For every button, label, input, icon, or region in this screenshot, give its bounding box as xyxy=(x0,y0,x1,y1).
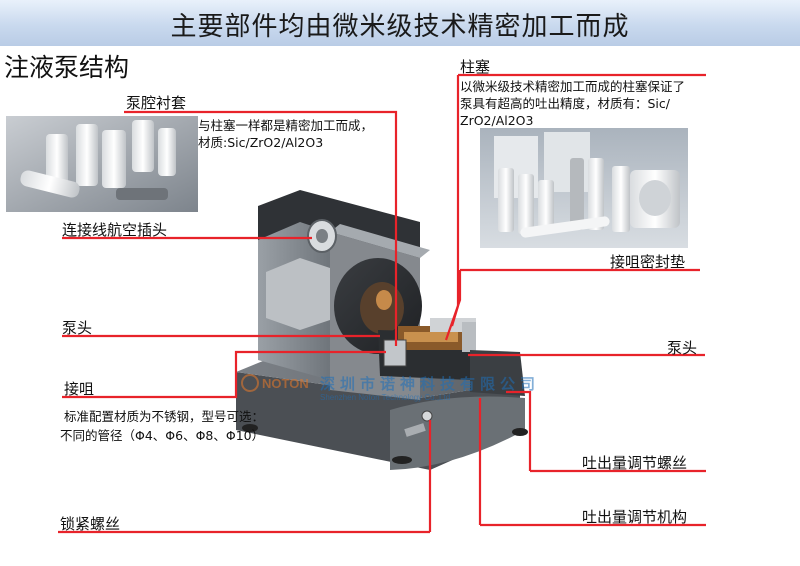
annotation-lines xyxy=(58,73,706,534)
page-title: 主要部件均由微米级技术精密加工而成 xyxy=(170,12,630,42)
label-pump-head-left: 泵头 xyxy=(62,319,93,337)
plunger-desc-3: ZrO2/Al2O3 xyxy=(460,113,534,128)
watermark-company-en: Shenzhen Noton Technology Co.,Ltd xyxy=(320,393,450,402)
lock-screw xyxy=(421,410,433,422)
liner-desc-1: 与柱塞一样都是精密加工而成， xyxy=(198,118,374,133)
label-liner: 泵腔衬套 xyxy=(126,94,187,112)
label-plunger: 柱塞 xyxy=(460,58,491,76)
bracket xyxy=(266,258,330,330)
title-bar: 主要部件均由微米级技术精密加工而成 xyxy=(0,0,800,46)
label-output-screw: 吐出量调节螺丝 xyxy=(582,454,688,472)
section-title: 注液泵结构 xyxy=(4,53,130,82)
label-gasket: 接咀密封垫 xyxy=(610,253,686,271)
label-pump-head-right: 泵头 xyxy=(667,339,698,357)
adjust-block xyxy=(470,350,525,396)
liner-desc-2: 材质:Sic/ZrO2/Al2O3 xyxy=(198,135,324,150)
liner-photo xyxy=(6,116,198,212)
label-output-mechanism: 吐出量调节机构 xyxy=(582,508,688,526)
label-nozzle: 接咀 xyxy=(64,380,95,398)
label-aviation-plug: 连接线航空插头 xyxy=(62,221,168,239)
watermark-brand: NOTON xyxy=(262,376,309,391)
plunger-desc-1: 以微米级技术精密加工而成的柱塞保证了 xyxy=(460,79,686,94)
watermark-company: 深圳市诺神科技有限公司 xyxy=(320,375,540,393)
label-lock-screw: 锁紧螺丝 xyxy=(60,515,121,533)
plunger-photo xyxy=(480,128,688,248)
watermark: NOTON 深圳市诺神科技有限公司 Shenzhen Noton Technol… xyxy=(241,374,540,402)
plunger-desc-2: 泵具有超高的吐出精度，材质有：Sic/ xyxy=(460,96,670,111)
nozzle-desc-2: 不同的管径（Φ4、Φ6、Φ8、Φ10） xyxy=(60,428,265,443)
nozzle-desc-1: 标准配置材质为不锈钢，型号可选： xyxy=(64,409,265,424)
